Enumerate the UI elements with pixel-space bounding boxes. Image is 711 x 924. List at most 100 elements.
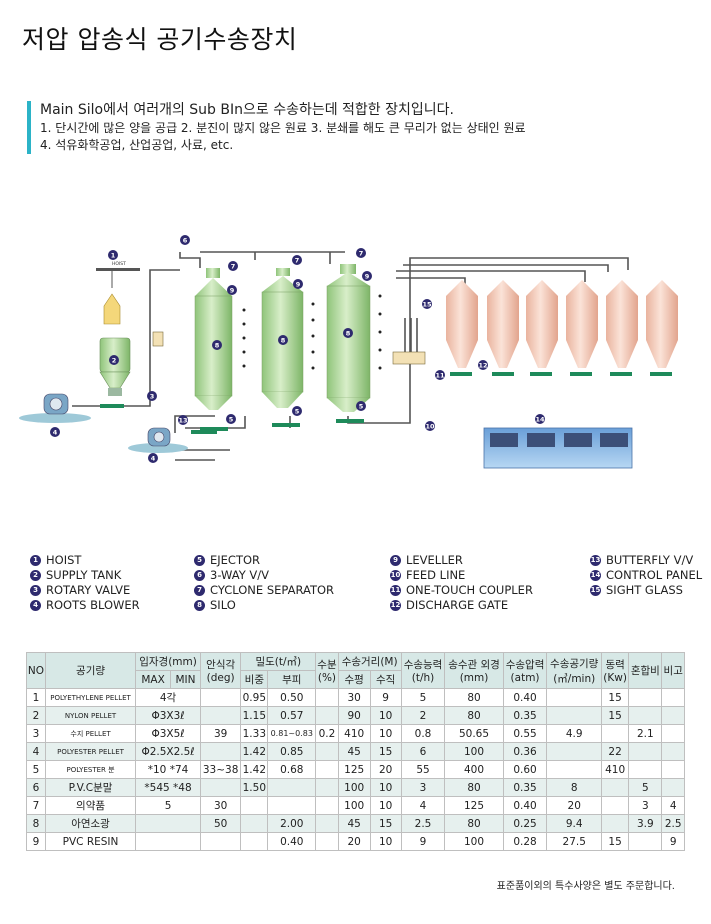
table-cell: 30 <box>337 688 371 707</box>
svg-text:5: 5 <box>229 416 234 424</box>
table-cell: 30 <box>199 796 242 815</box>
table-cell: 0.35 <box>502 778 548 797</box>
table-cell: 125 <box>337 760 371 779</box>
table-cell <box>628 706 663 725</box>
table-cell <box>315 742 339 761</box>
table-cell: 0.57 <box>267 706 317 725</box>
table-cell <box>199 778 242 797</box>
table-cell: 15 <box>369 814 402 833</box>
table-cell: 1.42 <box>240 742 269 761</box>
table-cell: 4각 <box>135 688 201 707</box>
table-cell: 80 <box>444 814 504 833</box>
svg-text:15: 15 <box>422 301 432 309</box>
table-cell <box>628 688 663 707</box>
table-cell: 0.2 <box>315 724 339 743</box>
table-cell: 의약품 <box>44 796 137 815</box>
th-distance: 수송거리(M) <box>337 652 402 671</box>
table-cell: *545 *48 <box>135 778 201 797</box>
table-cell: 410 <box>337 724 371 743</box>
table-cell: 50 <box>199 814 242 833</box>
silo-1 <box>194 268 233 410</box>
table-cell <box>240 814 269 833</box>
table-cell: 5 <box>26 760 46 779</box>
table-cell: 1.50 <box>240 778 269 797</box>
table-cell: 33~38 <box>199 760 242 779</box>
svg-text:8: 8 <box>215 342 220 350</box>
callout-2: 2 <box>109 355 119 365</box>
table-cell <box>315 814 339 833</box>
table-cell: 0.40 <box>267 832 317 851</box>
intro-line-2: 1. 단시간에 많은 양을 공급 2. 분진이 많지 않은 원료 3. 분쇄를 … <box>40 121 526 135</box>
supply-tank <box>99 337 131 396</box>
table-cell: 8 <box>26 814 46 833</box>
table-cell <box>661 724 685 743</box>
table-cell: 5 <box>400 688 446 707</box>
table-cell <box>628 742 663 761</box>
table-cell: 6 <box>26 778 46 797</box>
table-cell <box>315 706 339 725</box>
sub-bin-6 <box>646 280 678 368</box>
intro-line-1: Main Silo에서 여러개의 Sub BIn으로 수송하는데 적합한 장치입… <box>40 102 454 118</box>
table-cell: 39 <box>199 724 242 743</box>
table-cell: 0.40 <box>502 688 548 707</box>
callout-14: 14 <box>535 414 545 424</box>
table-cell: 410 <box>600 760 630 779</box>
table-cell <box>600 724 630 743</box>
callout-6: 6 <box>180 235 190 245</box>
th-pressure: 수송압력(atm) <box>502 652 548 689</box>
intro-block: Main Silo에서 여러개의 Sub BIn으로 수송하는데 적합한 장치입… <box>27 101 526 154</box>
table-cell: 100 <box>444 742 504 761</box>
table-cell: POLYESTER 분 <box>44 760 137 779</box>
th-ratio: 혼합비 <box>628 652 663 689</box>
table-cell <box>661 742 685 761</box>
table-cell: 3 <box>628 796 663 815</box>
table-cell <box>661 706 685 725</box>
table-cell: 0.55 <box>502 724 548 743</box>
svg-text:2: 2 <box>112 357 117 365</box>
th-material: 공기량 <box>44 652 137 689</box>
th-moisture: 수분(%) <box>315 652 339 689</box>
table-cell <box>546 760 602 779</box>
roots-blower-2 <box>128 427 188 453</box>
table-cell: 5 <box>135 796 201 815</box>
table-cell: 3 <box>26 724 46 743</box>
sub-bins <box>446 280 678 368</box>
table-cell: 7 <box>26 796 46 815</box>
callout-10: 10 <box>425 421 435 431</box>
svg-text:9: 9 <box>296 281 301 289</box>
sub-bin-1 <box>446 280 478 368</box>
table-cell: 2.1 <box>628 724 663 743</box>
table-cell <box>135 814 201 833</box>
table-cell <box>628 760 663 779</box>
table-cell: 100 <box>337 778 371 797</box>
table-cell: 1.15 <box>240 706 269 725</box>
table-cell <box>661 688 685 707</box>
table-cell <box>546 742 602 761</box>
svg-text:3: 3 <box>150 393 155 401</box>
table-cell: 2.00 <box>267 814 317 833</box>
hoist-bag <box>103 293 121 325</box>
table-cell <box>546 688 602 707</box>
callout-9a: 9 <box>227 285 237 295</box>
th-horizontal: 수평 <box>337 670 371 689</box>
table-cell: 55 <box>400 760 446 779</box>
callout-3: 3 <box>147 391 157 401</box>
hoist-rail <box>96 268 140 271</box>
table-cell <box>315 760 339 779</box>
table-cell: 6 <box>400 742 446 761</box>
table-cell: 15 <box>369 742 402 761</box>
silo-3 <box>326 264 371 412</box>
svg-text:7: 7 <box>231 263 236 271</box>
table-cell <box>315 688 339 707</box>
table-cell: 아연소광 <box>44 814 137 833</box>
